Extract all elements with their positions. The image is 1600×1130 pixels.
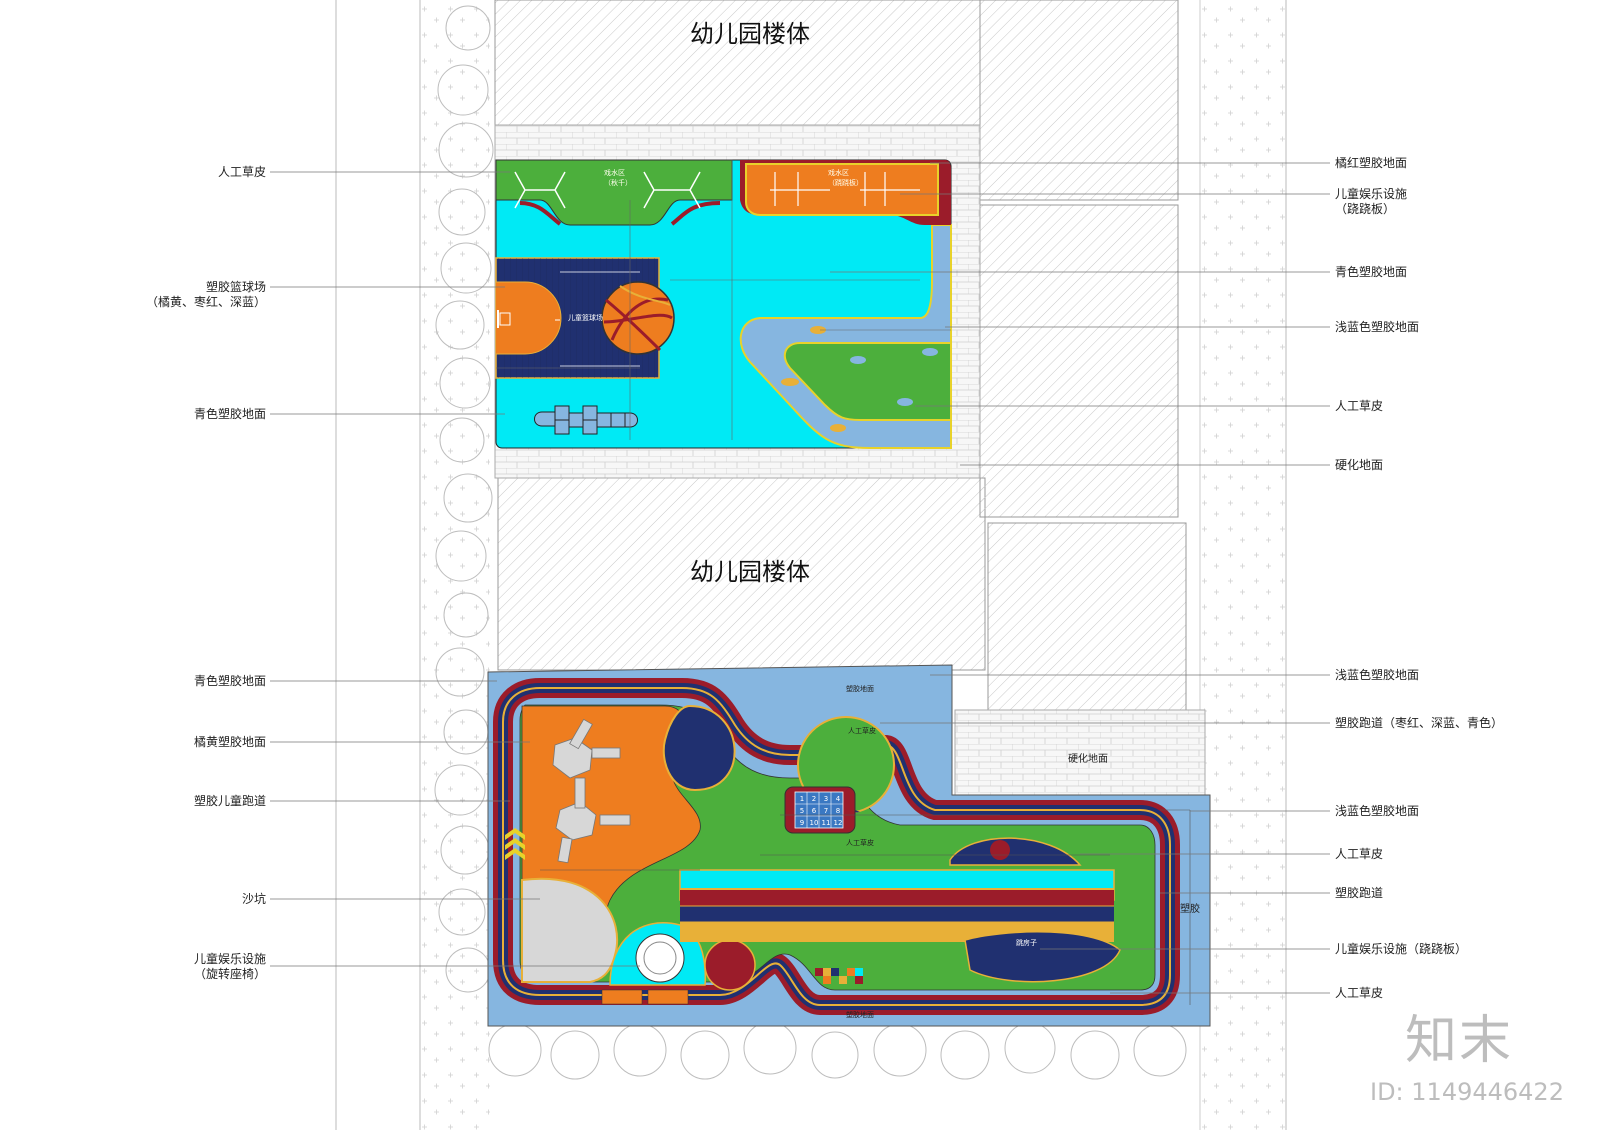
inline-basketball: 儿童篮球场 xyxy=(568,314,603,322)
label-text: 人工草皮 xyxy=(1335,847,1384,861)
watermark-id: ID: 1149446422 xyxy=(1370,1078,1564,1106)
inline-hopscotch: 跳房子 xyxy=(1016,939,1037,947)
hop-num: 6 xyxy=(811,807,817,815)
hop-num: 9 xyxy=(799,819,805,827)
hop-num: 3 xyxy=(823,795,829,803)
label-orange-ground: 橘黄塑胶地面 xyxy=(194,735,266,750)
tree-row-bottom xyxy=(488,1021,1187,1080)
label-sub: （旋转座椅） xyxy=(193,967,266,981)
inline-seesaw-zone: 戏水区 （跷跷板） xyxy=(828,168,863,188)
building-title-top: 幼儿园楼体 xyxy=(690,20,810,48)
inline-plastic-ground-top: 塑胶地面 xyxy=(846,685,874,693)
label-track: 塑胶跑道 xyxy=(1335,886,1383,901)
label-artificial-turf-top: 人工草皮 xyxy=(218,165,266,180)
label-text: 人工草皮 xyxy=(1335,399,1384,413)
inline-turf-circle: 人工草皮 xyxy=(848,727,876,735)
hop-num: 2 xyxy=(811,795,817,803)
label-artificial-turf-right-2: 人工草皮 xyxy=(1335,847,1383,862)
hopscotch-numbers: 1 2 3 4 5 6 7 8 9 10 11 12 xyxy=(796,793,844,829)
label-text: 橘黄塑胶地面 xyxy=(193,735,266,749)
inline-plastic: 塑胶 xyxy=(1180,904,1200,915)
inline-swing-zone: 戏水区 （秋千） xyxy=(604,168,632,188)
label-text: 儿童娱乐设施 xyxy=(1335,187,1408,201)
adjacent-building-1 xyxy=(979,0,1179,201)
label-text: 人工草皮 xyxy=(217,165,266,179)
label-text: 儿童娱乐设施（跷跷板） xyxy=(1335,942,1468,956)
hop-num: 7 xyxy=(823,807,829,815)
label-sub: （橘黄、枣红、深蓝） xyxy=(145,295,266,309)
label-text: 浅蓝色塑胶地面 xyxy=(1335,804,1420,818)
inline-turf-path: 人工草皮 xyxy=(846,839,874,847)
swing-zone-sub: （秋千） xyxy=(604,179,632,187)
swing-zone-text: 戏水区 xyxy=(604,169,625,177)
hop-num: 1 xyxy=(799,795,805,803)
label-text: 橘红塑胶地面 xyxy=(1335,156,1408,170)
label-track-colors: 塑胶跑道（枣红、深蓝、青色） xyxy=(1335,716,1503,731)
label-text: 塑胶篮球场 xyxy=(205,280,266,294)
label-spinning-seat: 儿童娱乐设施 （旋转座椅） xyxy=(194,952,266,982)
label-artificial-turf-right-1: 人工草皮 xyxy=(1335,399,1383,414)
leader-lines-right xyxy=(830,162,1330,994)
label-cyan-ground-top: 青色塑胶地面 xyxy=(194,407,266,422)
label-sandpit: 沙坑 xyxy=(242,892,266,907)
tree-row-left xyxy=(434,5,494,993)
label-text: 塑胶跑道（枣红、深蓝、青色） xyxy=(1335,716,1504,730)
label-text: 青色塑胶地面 xyxy=(193,407,266,421)
hop-num: 8 xyxy=(835,807,841,815)
kindergarten-building-top xyxy=(494,0,981,126)
road-strips xyxy=(335,0,1287,1130)
seesaw-zone-text: 戏水区 xyxy=(828,169,849,177)
label-lightblue-ground-2: 浅蓝色塑胶地面 xyxy=(1335,668,1419,683)
hop-num: 11 xyxy=(821,819,831,827)
watermark-logo: 知末 xyxy=(1405,1011,1514,1071)
hop-num: 12 xyxy=(833,819,843,827)
bottom-playground xyxy=(487,664,1211,1027)
label-text: 儿童娱乐设施 xyxy=(193,952,266,966)
label-text: 塑胶儿童跑道 xyxy=(193,794,266,808)
label-text: 沙坑 xyxy=(241,892,266,906)
hop-num: 4 xyxy=(835,795,841,803)
label-cyan-ground-bottom: 青色塑胶地面 xyxy=(194,674,266,689)
label-sub: （跷跷板） xyxy=(1335,202,1396,216)
seesaw-zone-sub: （跷跷板） xyxy=(828,179,863,187)
hop-num: 10 xyxy=(809,819,819,827)
label-lightblue-ground-3: 浅蓝色塑胶地面 xyxy=(1335,804,1419,819)
label-cyan-ground-right: 青色塑胶地面 xyxy=(1335,265,1407,280)
label-text: 青色塑胶地面 xyxy=(193,674,266,688)
label-kids-track: 塑胶儿童跑道 xyxy=(194,794,266,809)
adjacent-building-2 xyxy=(979,204,1179,518)
label-text: 浅蓝色塑胶地面 xyxy=(1335,320,1420,334)
label-lightblue-ground-1: 浅蓝色塑胶地面 xyxy=(1335,320,1419,335)
label-text: 人工草皮 xyxy=(1335,986,1384,1000)
label-basketball-court: 塑胶篮球场 （橘黄、枣红、深蓝） xyxy=(146,280,266,310)
inline-plastic-ground-bottom: 塑胶地面 xyxy=(846,1011,874,1019)
hardened-ground-right xyxy=(954,709,1206,801)
label-text: 浅蓝色塑胶地面 xyxy=(1335,668,1420,682)
label-text: 塑胶跑道 xyxy=(1335,886,1384,900)
kindergarten-building-middle xyxy=(497,477,986,671)
adjacent-building-3 xyxy=(987,522,1187,714)
building-title-middle: 幼儿园楼体 xyxy=(690,558,810,586)
label-orange-red-ground: 橘红塑胶地面 xyxy=(1335,156,1407,171)
inline-hardened-ground: 硬化地面 xyxy=(1068,754,1108,765)
label-seesaw-top: 儿童娱乐设施 （跷跷板） xyxy=(1335,187,1407,217)
label-text: 硬化地面 xyxy=(1335,458,1384,472)
leader-lines-left xyxy=(270,171,640,967)
top-playground xyxy=(495,159,952,449)
label-text: 青色塑胶地面 xyxy=(1335,265,1408,279)
label-hardened-ground: 硬化地面 xyxy=(1335,458,1383,473)
hop-num: 5 xyxy=(799,807,805,815)
label-artificial-turf-right-3: 人工草皮 xyxy=(1335,986,1383,1001)
label-seesaw-bottom: 儿童娱乐设施（跷跷板） xyxy=(1335,942,1467,957)
